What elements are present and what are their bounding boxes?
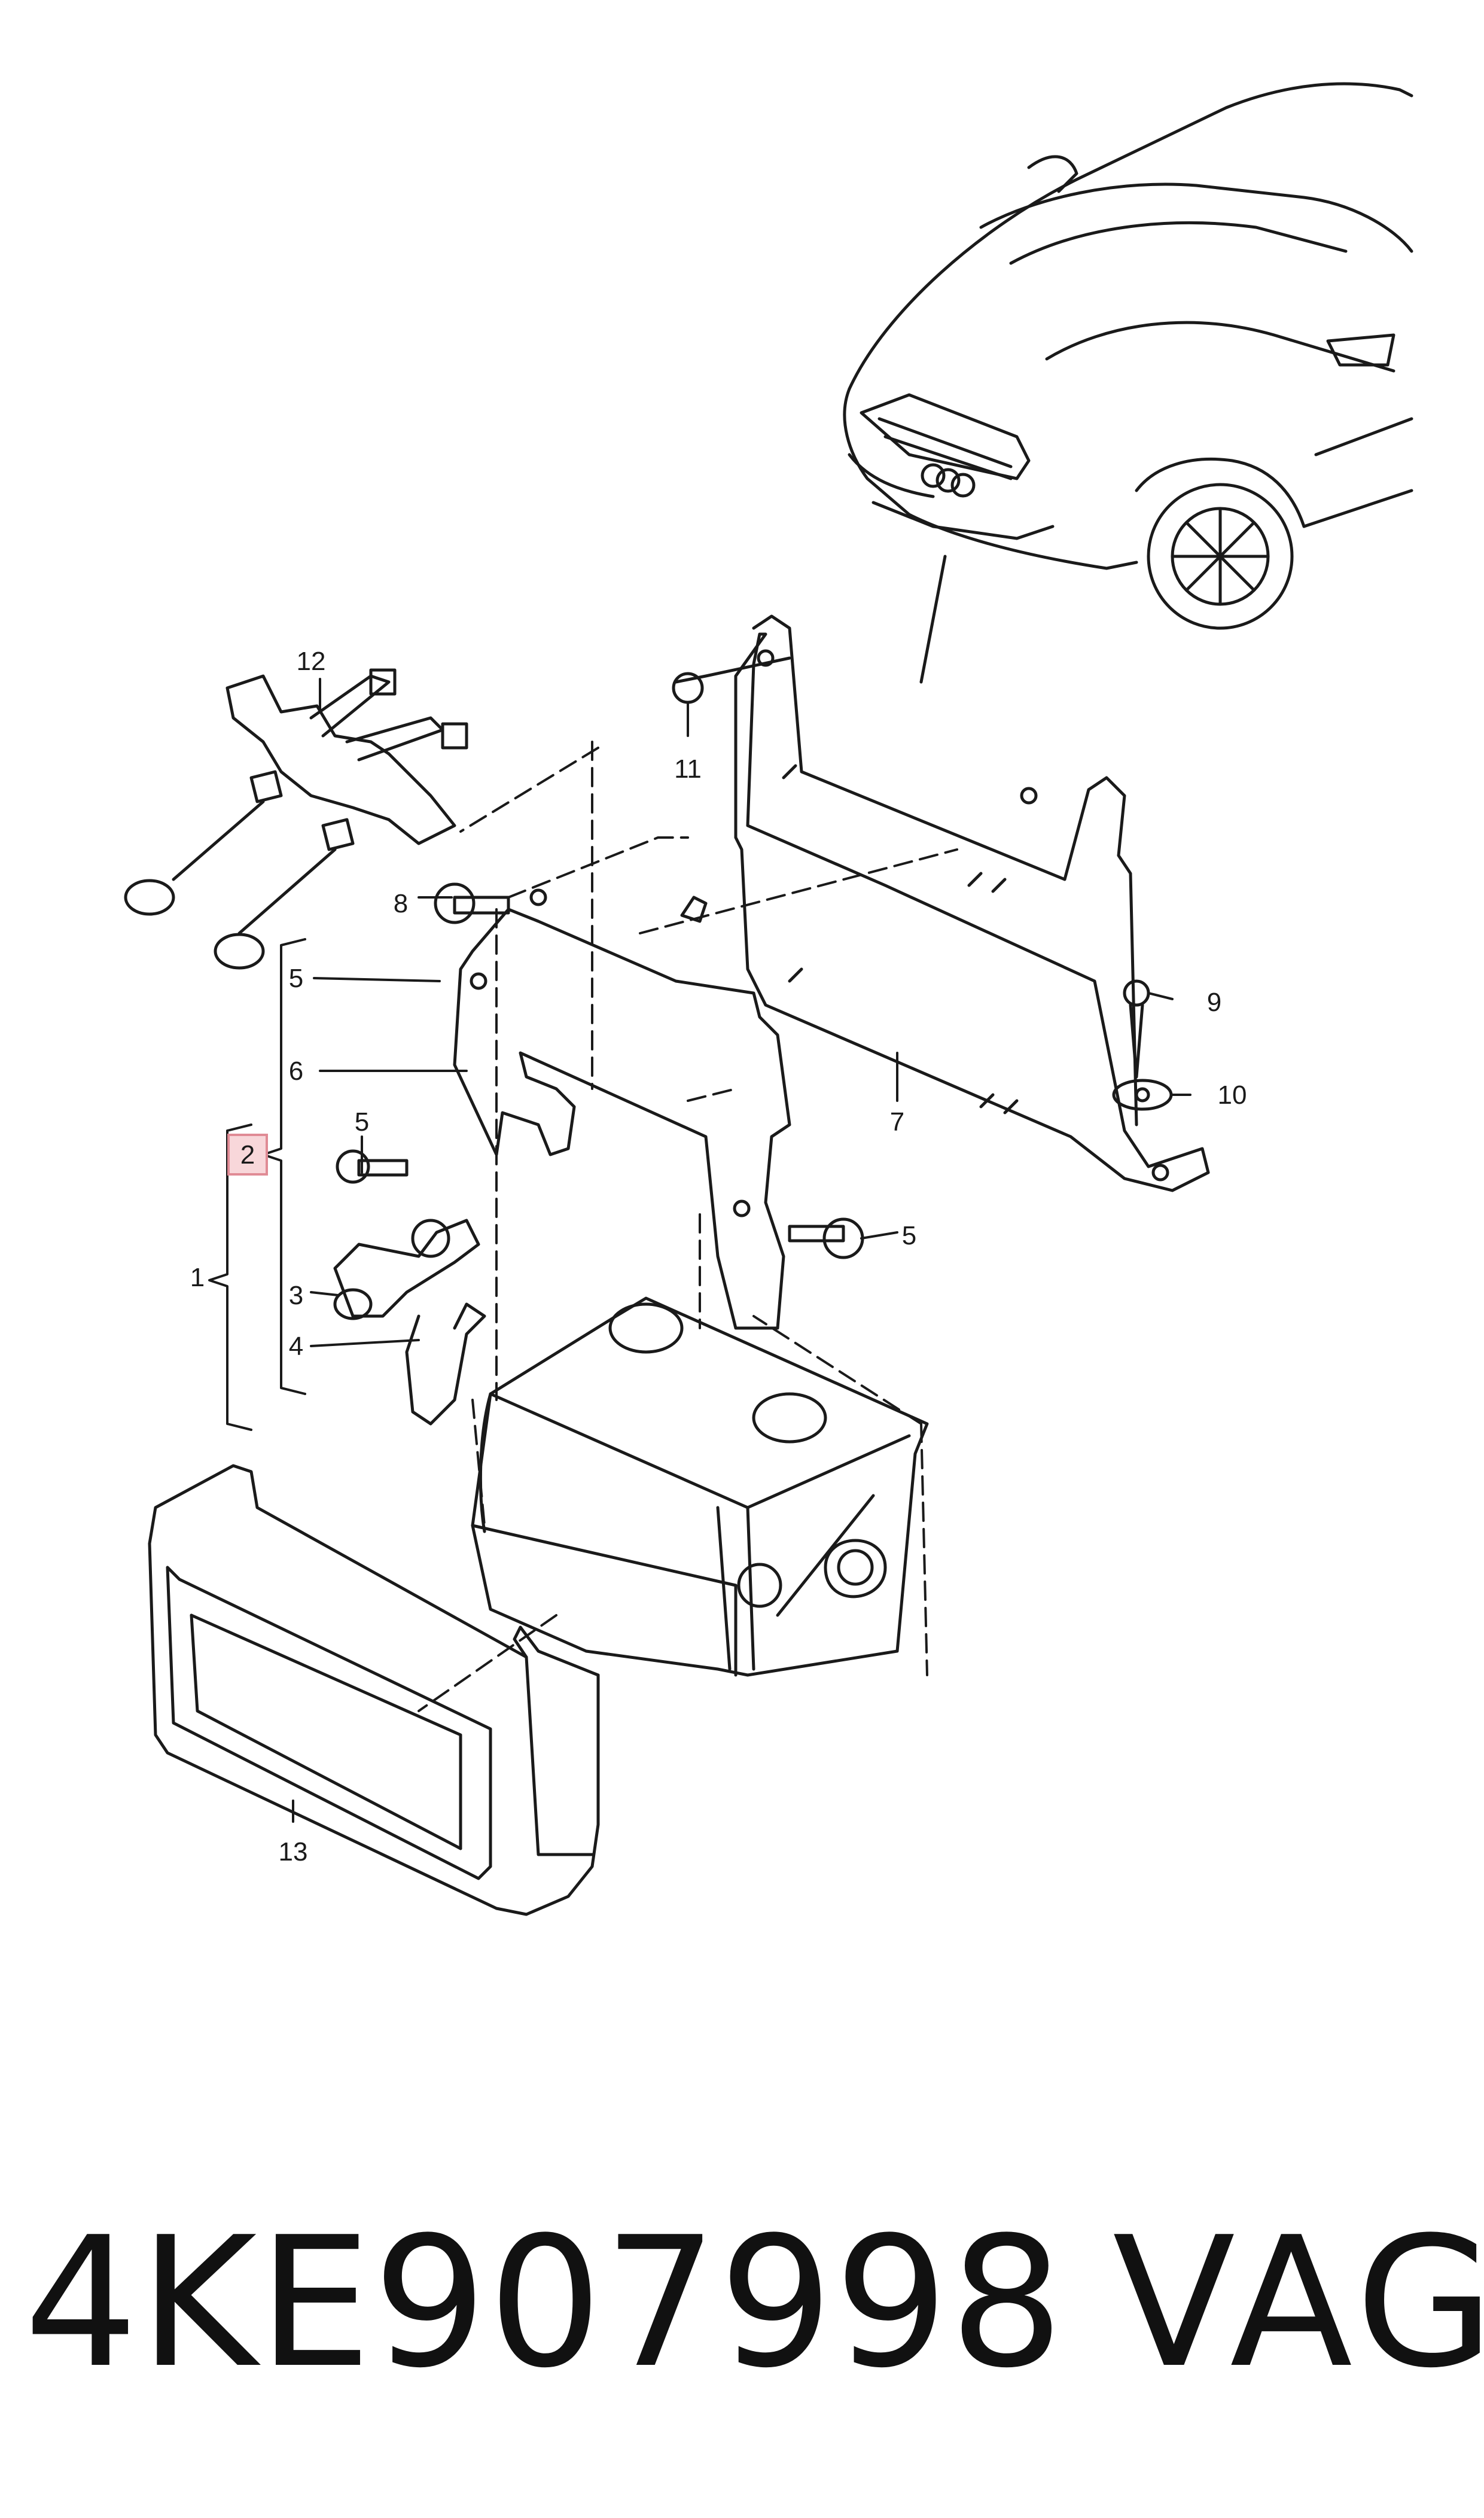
callout-11: 11	[674, 754, 702, 784]
callout-2[interactable]: 2	[240, 1140, 255, 1170]
callout-9: 9	[1207, 988, 1221, 1017]
callout-13: 13	[279, 1837, 308, 1867]
bezel-13	[148, 1464, 600, 1916]
callout-4: 4	[289, 1332, 303, 1361]
callout-leaders	[292, 678, 1192, 1823]
lamp-housing	[471, 1296, 929, 1677]
brand-name: VAG	[1113, 2199, 1484, 2407]
callout-1: 1	[190, 1263, 205, 1292]
cable-4	[405, 1302, 486, 1426]
callout-5c: 5	[902, 1221, 916, 1250]
part-number: 4KE907998	[24, 2199, 1065, 2407]
callout-highlight	[227, 1134, 268, 1176]
fasteners	[336, 656, 1173, 1259]
bracket-7	[734, 614, 1210, 1192]
parts-diagram: 1 2 3 4 5 5 5 6 7 8 9 10 11 12 13	[124, 82, 1413, 1916]
nozzle-assembly-12	[124, 668, 468, 970]
callout-10: 10	[1218, 1080, 1247, 1110]
bracket-6	[453, 888, 791, 1330]
vehicle-illustration	[843, 82, 1413, 684]
dashed-guides	[418, 741, 958, 1712]
callout-6: 6	[289, 1056, 303, 1086]
callout-5b: 5	[355, 1107, 369, 1137]
motor-3	[333, 1219, 480, 1320]
callout-3: 3	[289, 1281, 303, 1310]
callout-8: 8	[394, 889, 408, 918]
callout-7: 7	[890, 1107, 904, 1137]
callout-5a: 5	[289, 964, 303, 993]
callout-12: 12	[297, 647, 326, 676]
